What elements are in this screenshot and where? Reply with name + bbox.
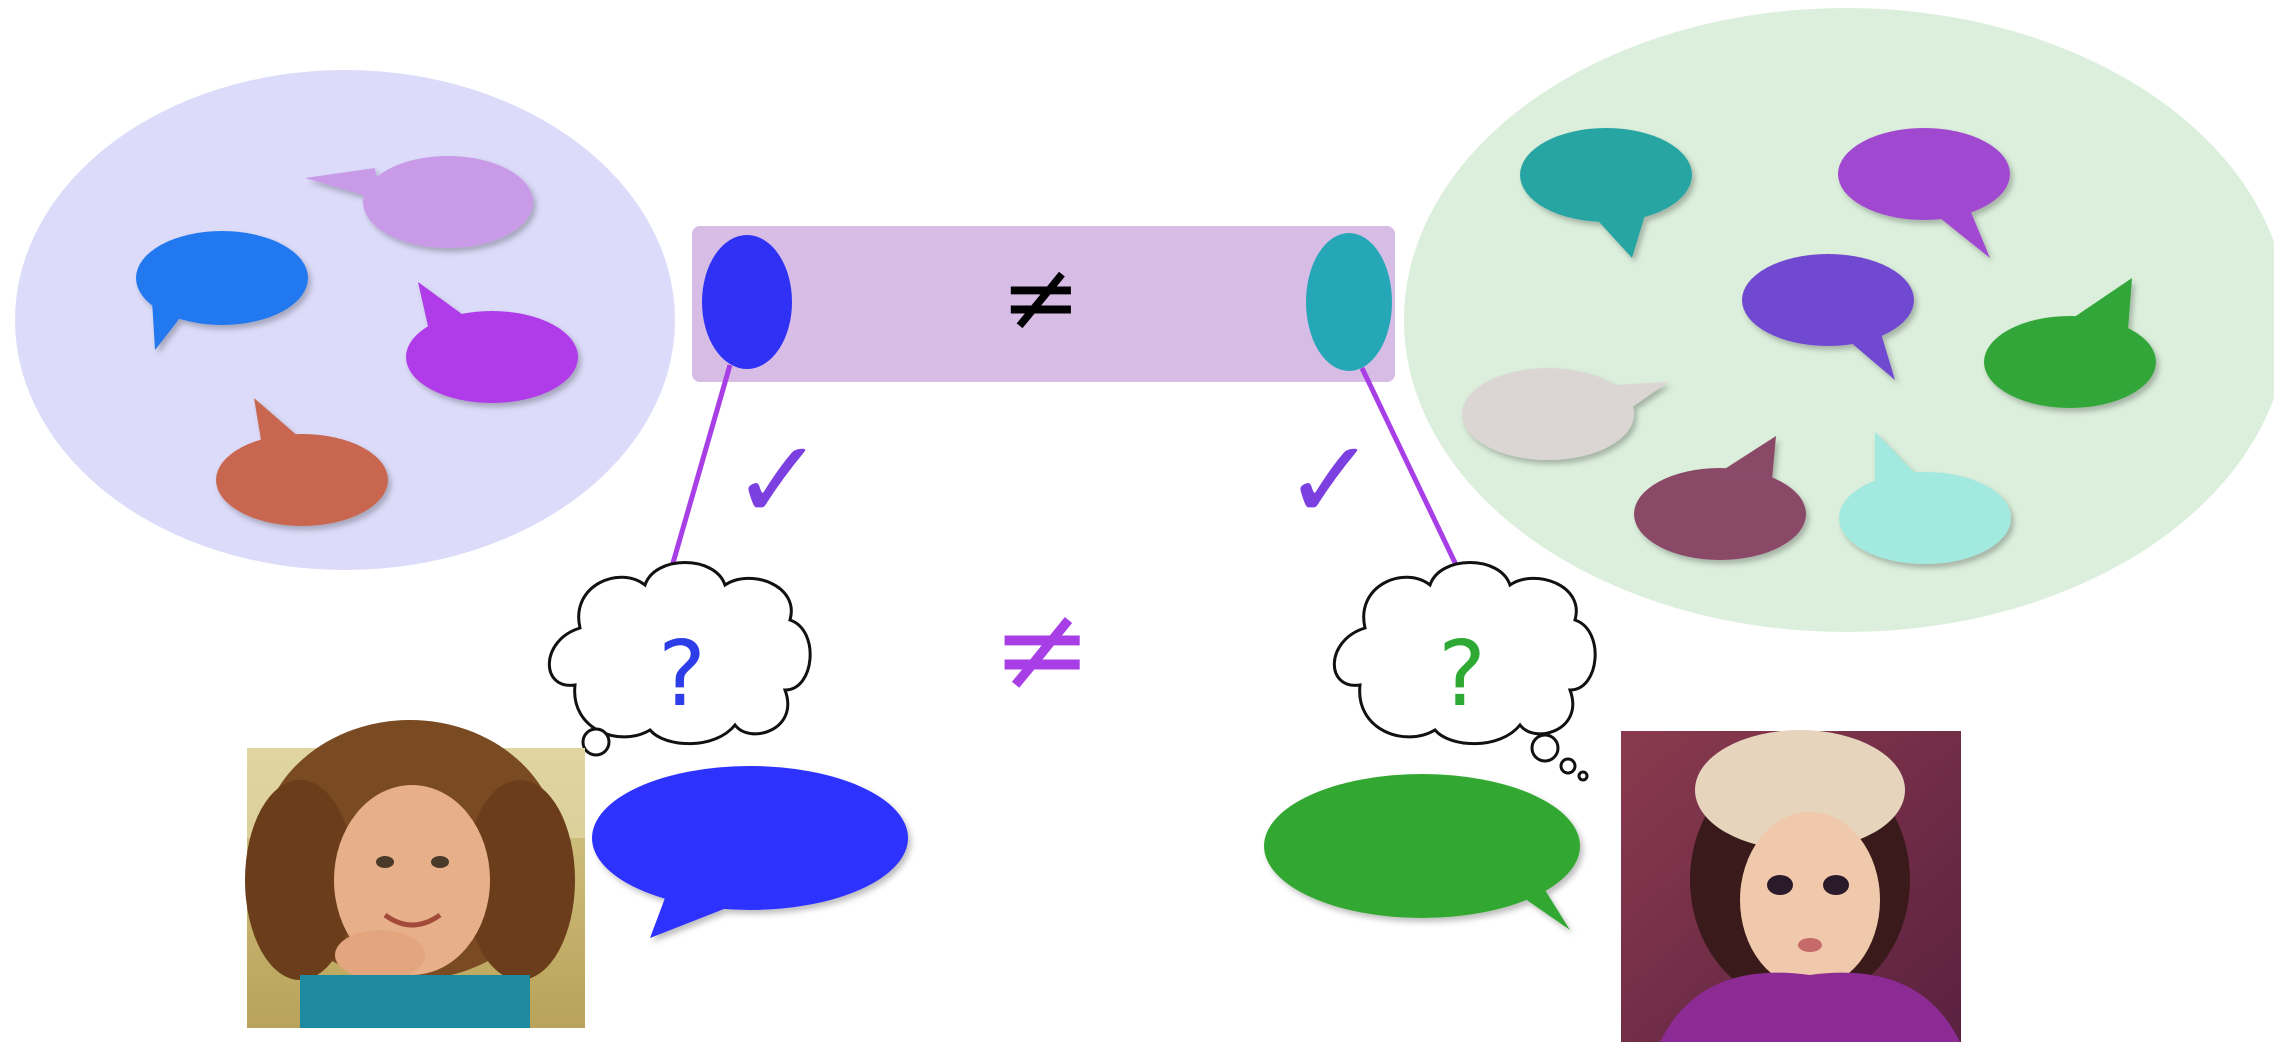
right-cluster-bubble: [1634, 436, 1806, 560]
right-token: [1306, 233, 1392, 371]
left-cluster-bubble: [305, 156, 533, 248]
left-speech-bubble: [592, 766, 908, 938]
child-with-curly-hair-photo: [245, 720, 585, 1028]
bar-not-equal-sign: ≠: [1001, 241, 1081, 353]
left-cluster-bubble: [406, 282, 578, 403]
left-cluster-bubble: [216, 398, 388, 526]
right-cluster-bubble: [1984, 278, 2156, 408]
right-cluster-bubble: [1839, 432, 2011, 564]
center-not-equal-sign: ≠: [992, 580, 1093, 719]
right-cluster-bubble: [1520, 128, 1692, 258]
right-thought-cloud-icon: [1332, 561, 1597, 782]
right-cluster-bubble: [1742, 254, 1914, 380]
left-cluster-bubble: [136, 231, 308, 350]
right-cluster-bubble: [1462, 368, 1668, 460]
left-check-mark: ✓: [732, 416, 824, 544]
right-check-mark: ✓: [1284, 416, 1376, 544]
comparison-bar: [692, 226, 1395, 382]
left-question-mark: ?: [658, 622, 706, 727]
right-cluster-bubble: [1838, 128, 2010, 258]
right-question-mark: ?: [1438, 622, 1486, 727]
child-in-knit-hat-photo: [1621, 730, 1961, 1042]
left-token: [702, 235, 792, 369]
right-speech-bubble: [1264, 774, 1580, 930]
